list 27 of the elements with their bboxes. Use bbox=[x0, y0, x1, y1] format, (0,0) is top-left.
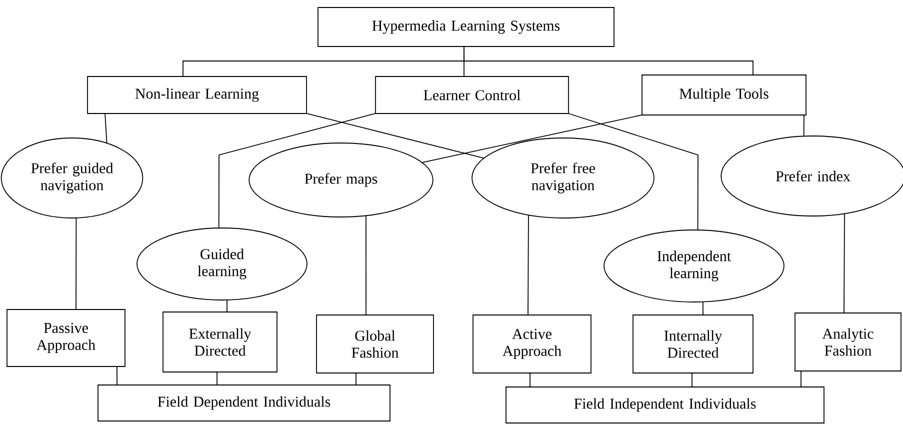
connector-line bbox=[568, 113, 698, 230]
connector-line bbox=[218, 113, 376, 228]
concept-box: Learner Control bbox=[375, 76, 569, 114]
concept-box: Passive Approach bbox=[6, 309, 126, 367]
connector-line bbox=[116, 366, 118, 386]
concept-box: Global Fashion bbox=[316, 314, 434, 374]
concept-box: Field Dependent Individuals bbox=[98, 384, 390, 422]
connector-line bbox=[226, 299, 228, 312]
connector-line bbox=[104, 113, 108, 144]
connector-line bbox=[422, 114, 642, 163]
concept-box: Field Independent Individuals bbox=[506, 386, 824, 424]
connector-line bbox=[216, 372, 218, 386]
concept-box: Externally Directed bbox=[162, 312, 278, 372]
connector-line bbox=[800, 370, 802, 388]
connector-line bbox=[702, 301, 704, 316]
concept-box: Internally Directed bbox=[632, 314, 754, 374]
connector-line bbox=[306, 113, 484, 159]
concept-box: Active Approach bbox=[472, 314, 592, 374]
connector-line bbox=[803, 114, 804, 137]
concept-box: Analytic Fashion bbox=[794, 312, 902, 372]
connector-line bbox=[76, 217, 77, 310]
concept-box: Multiple Tools bbox=[642, 74, 806, 116]
connector-line bbox=[464, 46, 754, 76]
connector-line bbox=[528, 214, 529, 316]
concept-box: Hypermedia Learning Systems bbox=[318, 7, 614, 47]
connector-line bbox=[844, 213, 845, 314]
concept-box: Non-linear Learning bbox=[87, 76, 307, 114]
